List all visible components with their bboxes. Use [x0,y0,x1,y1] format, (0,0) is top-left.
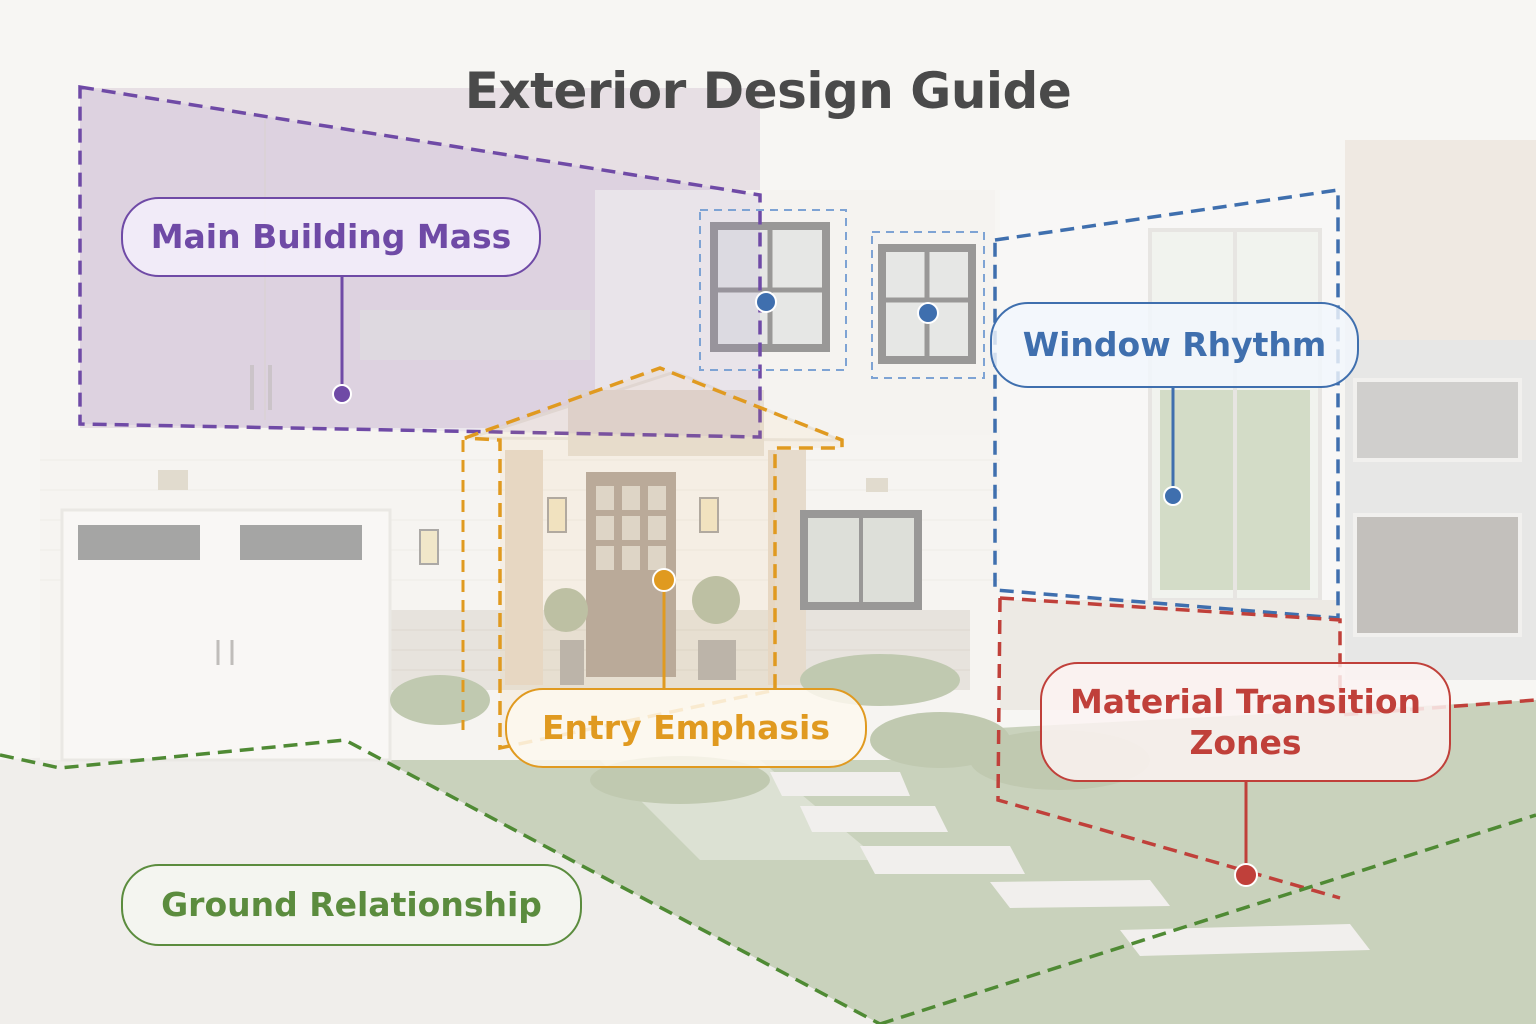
entry-marker [652,568,676,592]
material-marker [1234,863,1258,887]
lower-window [800,510,922,610]
range-hood [360,310,590,360]
label-window-rhythm[interactable]: Window Rhythm [990,302,1359,388]
lantern-left [419,529,439,565]
label-material-transition-zones[interactable]: Material Transition Zones [1040,662,1451,782]
garage-window-left [78,525,200,560]
planter-right [698,640,736,680]
tall-cabinet [1345,140,1536,340]
light-fixture-right [866,478,888,492]
planter-left [560,640,584,685]
window-frame-outline-right [871,231,985,379]
window-marker-left [755,291,777,313]
label-ground-relationship-text: Ground Relationship [161,885,542,925]
window-frame-outline-left [699,209,847,371]
label-material-transition-zones-text: Material Transition Zones [1069,681,1422,762]
label-entry-emphasis[interactable]: Entry Emphasis [505,688,867,768]
lantern-porch-right [699,497,719,533]
window-rhythm-marker [1163,486,1183,506]
ground-outline-left [0,738,881,1024]
light-fixture [158,470,188,490]
label-ground-relationship[interactable]: Ground Relationship [121,864,582,946]
ground-outline-right [879,813,1536,1024]
lantern-porch-left [547,497,567,533]
label-window-rhythm-text: Window Rhythm [1022,325,1327,365]
porch-column-left [505,450,543,685]
oven-lower [1353,513,1522,637]
porch-gable [568,390,764,456]
oven-upper [1353,378,1522,462]
window-rhythm-outline [993,187,1340,620]
main-mass-marker [332,384,352,404]
garage-window-right [240,525,362,560]
window-marker-right [917,302,939,324]
label-main-building-mass-text: Main Building Mass [150,217,512,257]
entry-outline [464,366,844,751]
label-main-building-mass[interactable]: Main Building Mass [121,197,541,277]
label-entry-emphasis-text: Entry Emphasis [542,708,830,748]
stepping-stones [770,772,1370,956]
upper-window-left [710,222,830,352]
page-title: Exterior Design Guide [464,62,1072,120]
material-outline-side [996,597,1341,900]
